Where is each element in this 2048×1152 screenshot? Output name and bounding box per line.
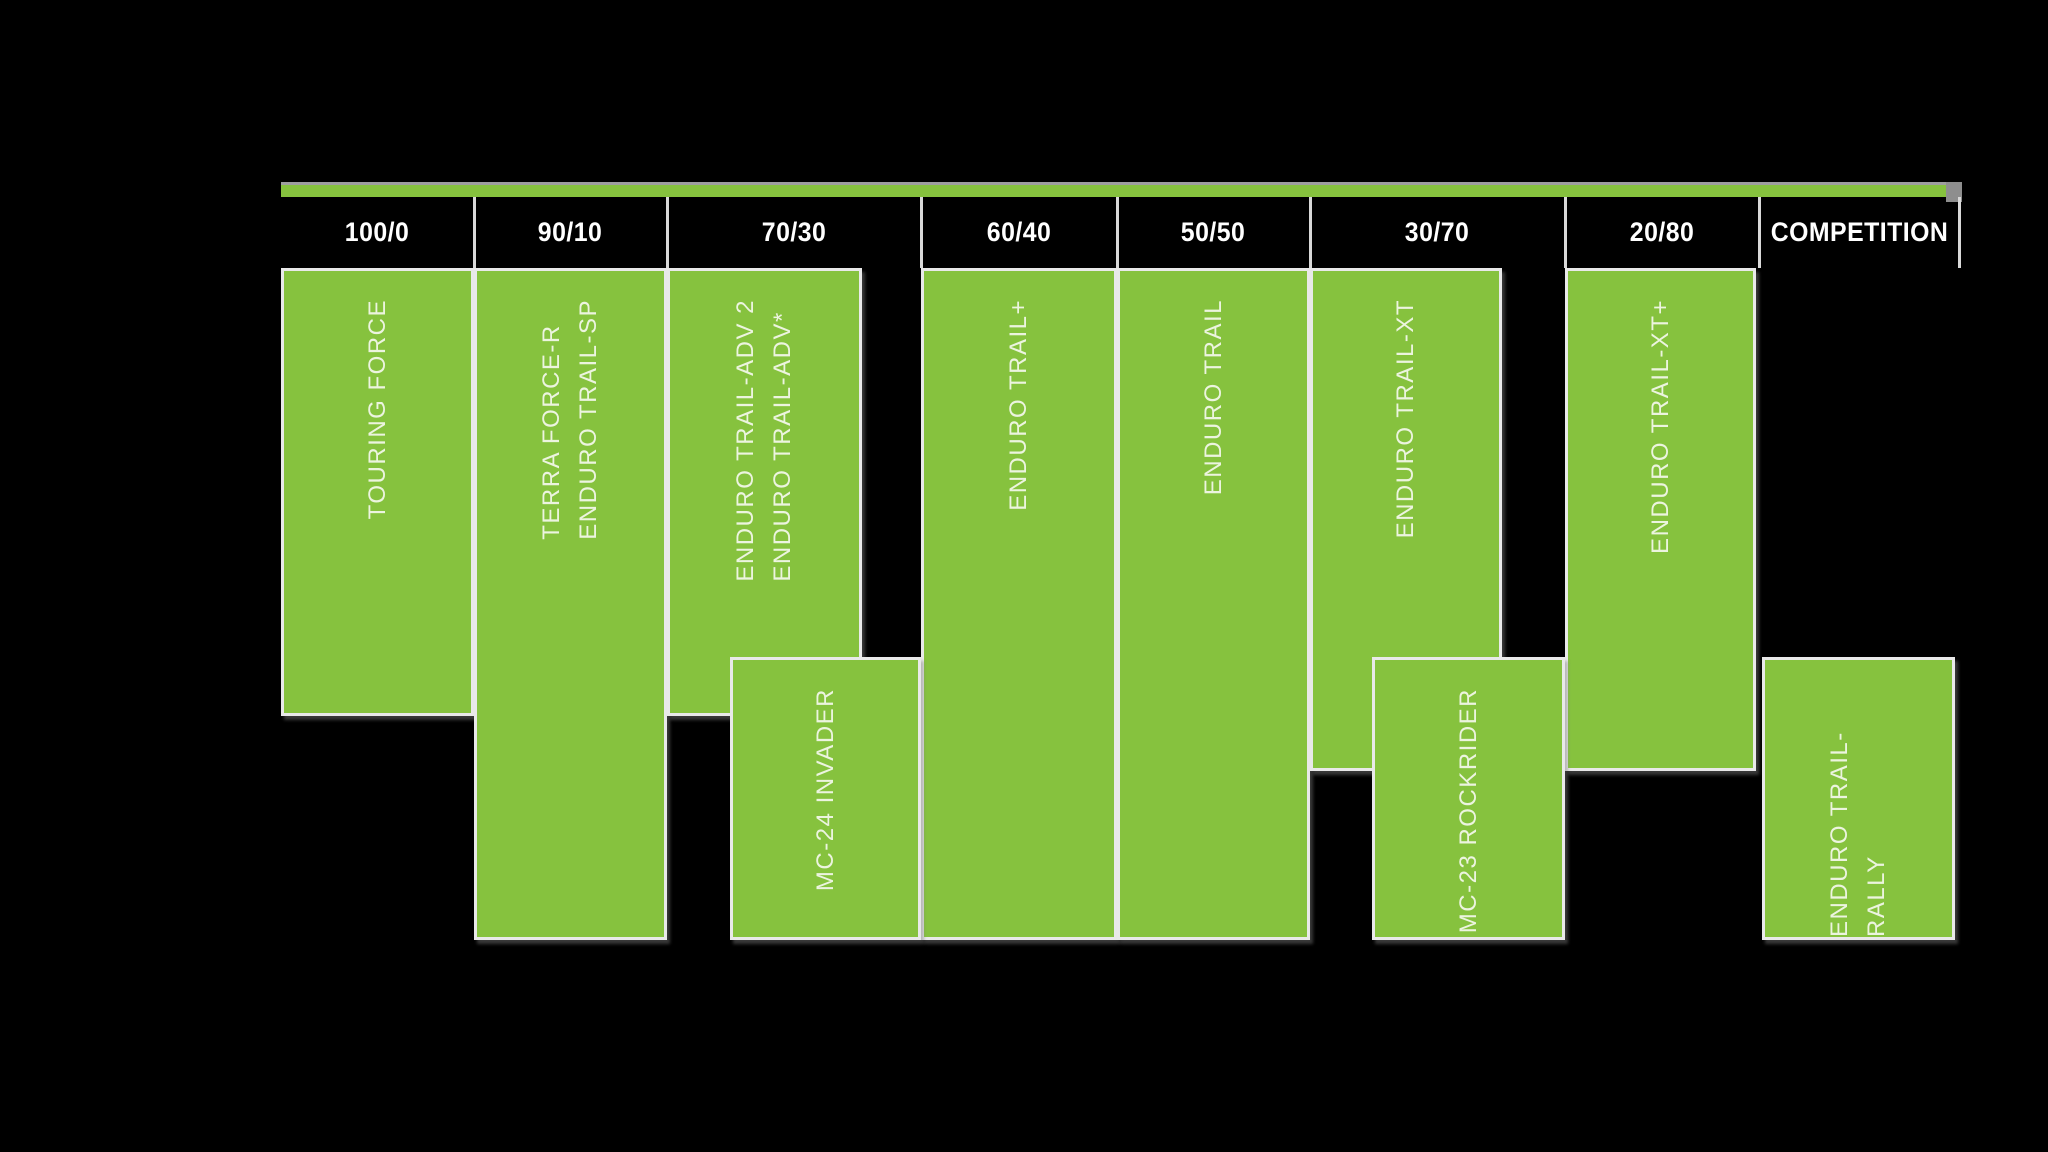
product-label: ENDURO TRAIL [1199, 299, 1227, 496]
product-box-enduro-trail-xt-: ENDURO TRAIL-XT+ [1565, 268, 1756, 771]
header-label: 70/30 [761, 217, 827, 247]
product-label: TOURING FORCE [363, 299, 391, 520]
product-label: ENDURO TRAIL-ADV 2 ENDURO TRAIL-ADV* [732, 299, 797, 582]
header-divider [920, 197, 923, 268]
header-divider [1564, 197, 1567, 268]
product-label: ENDURO TRAIL-XT [1392, 299, 1420, 539]
header-label: 60/40 [986, 217, 1052, 247]
product-label: ENDURO TRAIL-XT+ [1646, 299, 1674, 554]
header-label: 30/70 [1405, 217, 1470, 247]
product-label: ENDURO TRAIL-RALLY [1826, 731, 1891, 937]
header-divider [1309, 197, 1312, 268]
product-box-enduro-trail-rally: ENDURO TRAIL-RALLY [1762, 657, 1955, 940]
header-cell-competition: COMPETITION [1759, 197, 1959, 268]
header-divider [473, 197, 476, 268]
header-label: 20/80 [1629, 217, 1695, 247]
header-divider [1758, 197, 1761, 268]
header-label: COMPETITION [1770, 217, 1948, 247]
header-label: 100/0 [345, 217, 410, 247]
header-label: 50/50 [1181, 217, 1246, 247]
header-cell-90-10: 90/10 [474, 197, 667, 268]
terrain-axis-bar [281, 182, 1959, 197]
product-box-touring-force: TOURING FORCE [281, 268, 474, 716]
header-cell-20-80: 20/80 [1565, 197, 1759, 268]
header-cell-70-30: 70/30 [667, 197, 921, 268]
product-box-enduro-trail-adv-2: ENDURO TRAIL-ADV 2 ENDURO TRAIL-ADV* [667, 268, 862, 716]
header-cell-30-70: 30/70 [1310, 197, 1565, 268]
header-cell-50-50: 50/50 [1117, 197, 1310, 268]
header-label: 90/10 [538, 217, 603, 247]
header-divider [1958, 197, 1961, 268]
product-label: MC-23 ROCKRIDER [1454, 688, 1482, 934]
product-box-enduro-trail-: ENDURO TRAIL+ [921, 268, 1117, 940]
product-box-mc-23-rockrider: MC-23 ROCKRIDER [1372, 657, 1565, 940]
header-cell-60-40: 60/40 [921, 197, 1117, 268]
header-cell-100-0: 100/0 [281, 197, 474, 268]
product-label: ENDURO TRAIL+ [1005, 299, 1033, 511]
product-box-enduro-trail: ENDURO TRAIL [1117, 268, 1310, 940]
product-box-mc-24-invader: MC-24 INVADER [730, 657, 921, 940]
product-label: MC-24 INVADER [811, 688, 839, 892]
product-label: TERRA FORCE-R ENDURO TRAIL-SP [538, 299, 603, 540]
header-divider [666, 197, 669, 268]
product-box-terra-force-r: TERRA FORCE-R ENDURO TRAIL-SP [474, 268, 667, 940]
header-divider [1116, 197, 1119, 268]
